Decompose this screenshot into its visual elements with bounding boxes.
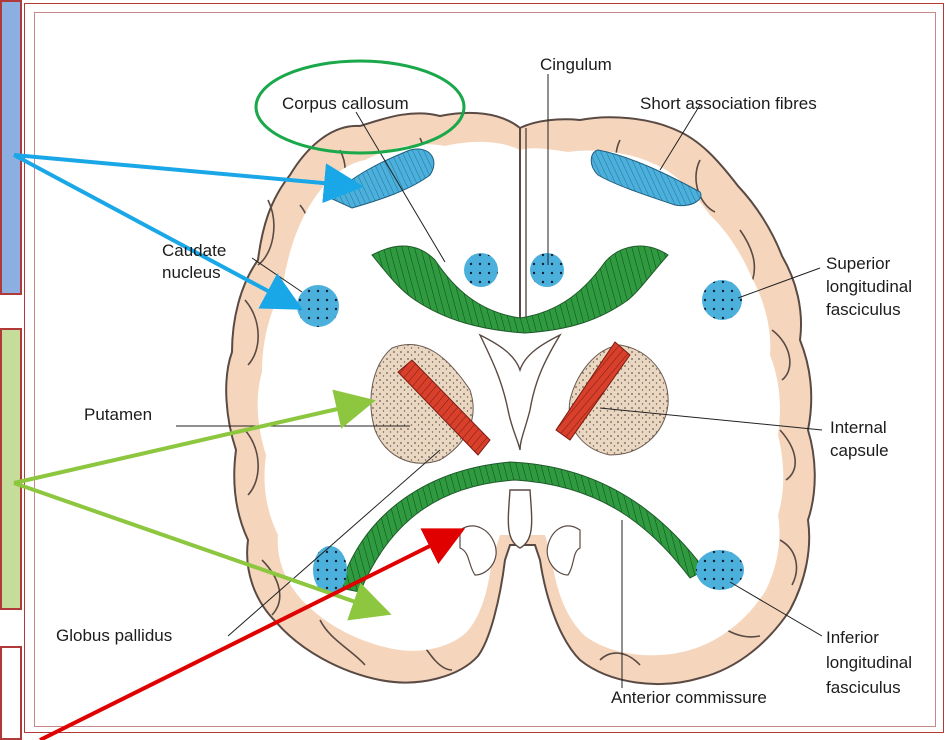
label-caudate-nucleus-2: nucleus <box>162 262 221 283</box>
label-inferior-longitudinal-3: fasciculus <box>826 677 901 698</box>
label-caudate-nucleus-1: Caudate <box>162 240 226 261</box>
label-globus-pallidus: Globus pallidus <box>56 625 172 646</box>
label-superior-longitudinal-1: Superior <box>826 253 890 274</box>
inferior-longitudinal-fasciculus <box>696 550 744 590</box>
third-ventricle <box>508 490 531 548</box>
cingulum-right <box>530 253 564 287</box>
superior-longitudinal-fasciculus <box>702 280 742 320</box>
inferior-longitudinal-left <box>313 546 347 594</box>
cingulum-left <box>464 253 498 287</box>
label-putamen: Putamen <box>84 404 152 425</box>
label-inferior-longitudinal-1: Inferior <box>826 627 879 648</box>
label-anterior-commissure: Anterior commissure <box>611 687 767 708</box>
label-internal-capsule-2: capsule <box>830 440 889 461</box>
label-inferior-longitudinal-2: longitudinal <box>826 652 912 673</box>
caudate-fasciculus-left <box>297 285 339 327</box>
label-internal-capsule-1: Internal <box>830 417 887 438</box>
label-short-association-fibres: Short association fibres <box>640 93 817 114</box>
label-superior-longitudinal-3: fasciculus <box>826 299 901 320</box>
label-superior-longitudinal-2: longitudinal <box>826 276 912 297</box>
label-corpus-callosum: Corpus callosum <box>282 93 409 114</box>
label-cingulum: Cingulum <box>540 54 612 75</box>
